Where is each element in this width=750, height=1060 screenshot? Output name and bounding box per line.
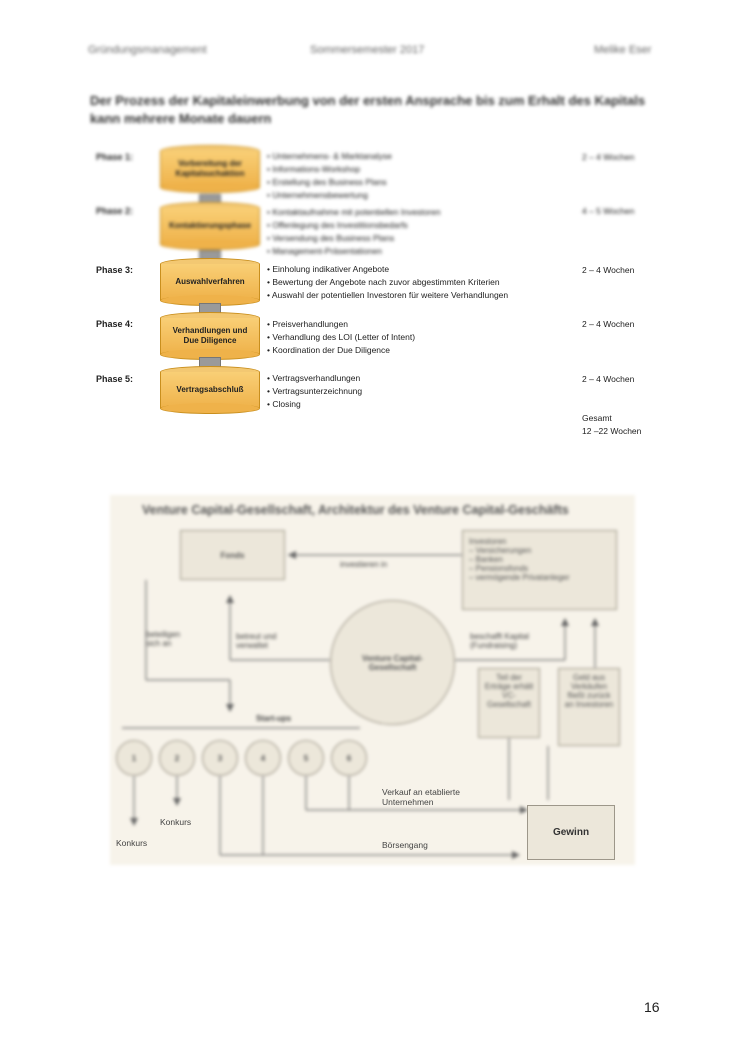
phase-5-weeks: 2 – 4 Wochen xyxy=(582,374,635,384)
konkurs-label-1: Konkurs xyxy=(116,838,148,848)
total-label: Gesamt xyxy=(582,413,612,423)
bullet: • Unternehmens- & Marktanalyse xyxy=(267,151,392,161)
diagram-title: Venture Capital-Gesellschaft, Architektu… xyxy=(142,503,569,517)
bullet: • Informations-Workshop xyxy=(267,164,361,174)
phase-1-weeks: 2 – 4 Wochen xyxy=(582,152,635,162)
phase-4-bullets: • Preisverhandlungen • Verhandlung des L… xyxy=(267,318,415,357)
verkauf-label: Verkauf an etablierte Unternehmen xyxy=(382,787,460,807)
boersengang-label: Börsengang xyxy=(382,840,428,850)
phase-1-cylinder: Vorbereitung der Kapitalsuchaktion xyxy=(160,145,260,193)
phase-3-name: Auswahlverfahren xyxy=(160,264,260,300)
total-duration: Gesamt 12 –22 Wochen xyxy=(582,412,641,438)
bullet: • Bewertung der Angebote nach zuvor abge… xyxy=(267,277,500,287)
vc-gesellschaft-circle: Venture Capital-Gesellschaft xyxy=(330,600,455,725)
bullet: • Closing xyxy=(267,399,301,409)
bullet: • Unternehmensbewertung xyxy=(267,190,368,200)
total-value: 12 –22 Wochen xyxy=(582,426,642,436)
header-left: Gründungsmanagement xyxy=(88,44,207,56)
startup-circle: 6 xyxy=(331,740,367,776)
phase-3-cylinder: Auswahlverfahren xyxy=(160,258,260,306)
investieren-label: investieren in xyxy=(340,560,388,569)
bullet: • Kontaktaufnahme mit potentiellen Inves… xyxy=(267,207,441,217)
bullet: • Koordination der Due Diligence xyxy=(267,345,390,355)
bullet: • Vertragsunterzeichnung xyxy=(267,386,363,396)
phase-3-bullets: • Einholung indikativer Angebote • Bewer… xyxy=(267,263,508,302)
header-center: Sommersemester 2017 xyxy=(310,44,425,56)
header-right: Melike Eser xyxy=(594,44,652,56)
gewinn-box: Gewinn xyxy=(527,805,615,860)
investor-item: – Banken xyxy=(469,555,503,564)
phase-2-name: Kontaktierungsphase xyxy=(160,208,260,244)
phase-1-label: Phase 1: xyxy=(96,152,134,162)
phase-3-weeks: 2 – 4 Wochen xyxy=(582,265,635,275)
phase-5-name: Vertragsabschluß xyxy=(160,372,260,408)
investor-item: – vermögende Privatanleger xyxy=(469,573,570,582)
phase-1-bullets: • Unternehmens- & Marktanalyse • Informa… xyxy=(267,150,392,202)
startup-circle: 1 xyxy=(116,740,152,776)
startups-label: Start-ups xyxy=(256,714,292,723)
startup-circle: 5 xyxy=(288,740,324,776)
startup-circle: 2 xyxy=(159,740,195,776)
betreut-label: betreut und verwaltet xyxy=(236,632,277,650)
startup-circle: 4 xyxy=(245,740,281,776)
phase-2-bullets: • Kontaktaufnahme mit potentiellen Inves… xyxy=(267,206,441,258)
fonds-box: Fonds xyxy=(180,530,285,580)
bullet: • Versendung des Business Plans xyxy=(267,233,395,243)
phase-2-weeks: 4 – 5 Wochen xyxy=(582,206,635,216)
phase-4-name: Verhandlungen und Due Diligence xyxy=(160,318,260,354)
page-title: Der Prozess der Kapitaleinwerbung von de… xyxy=(90,93,646,126)
phase-2-label: Phase 2: xyxy=(96,206,134,216)
beteiligen-label: beteiligen sich an xyxy=(146,630,181,648)
startup-circle: 3 xyxy=(202,740,238,776)
bullet: • Auswahl der potentiellen Investoren fü… xyxy=(267,290,509,300)
phase-4-cylinder: Verhandlungen und Due Diligence xyxy=(160,312,260,360)
phase-3-label: Phase 3: xyxy=(96,265,134,275)
investor-item: – Pensionsfonds xyxy=(469,564,529,573)
phase-1-name: Vorbereitung der Kapitalsuchaktion xyxy=(160,151,260,187)
page-number: 16 xyxy=(644,999,660,1015)
bullet: • Management-Präsentationen xyxy=(267,246,382,256)
phase-4-label: Phase 4: xyxy=(96,319,134,329)
bullet: • Einholung indikativer Angebote xyxy=(267,264,390,274)
investoren-box: Investoren – Versicherungen – Banken – P… xyxy=(462,530,617,610)
phase-5-bullets: • Vertragsverhandlungen • Vertragsunterz… xyxy=(267,372,362,411)
investoren-title: Investoren xyxy=(469,537,507,546)
phase-4-weeks: 2 – 4 Wochen xyxy=(582,319,635,329)
phase-5-cylinder: Vertragsabschluß xyxy=(160,366,260,414)
bullet: • Verhandlung des LOI (Letter of Intent) xyxy=(267,332,416,342)
ertraege-box: Teil der Erträge erhält VC-Gesellschaft xyxy=(478,668,540,738)
bullet: • Offenlegung des Investitionsbedarfs xyxy=(267,220,408,230)
bullet: • Preisverhandlungen xyxy=(267,319,348,329)
phase-5-label: Phase 5: xyxy=(96,374,134,384)
investor-item: – Versicherungen xyxy=(469,546,532,555)
bullet: • Vertragsverhandlungen xyxy=(267,373,361,383)
phase-2-cylinder: Kontaktierungsphase xyxy=(160,202,260,250)
bullet: • Erstellung des Business Plans xyxy=(267,177,387,187)
beschafft-label: beschafft Kapital (Fundraising) xyxy=(470,632,530,650)
geld-zurueck-box: Geld aus Verkäufen fließt zurück an Inve… xyxy=(558,668,620,746)
konkurs-label-2: Konkurs xyxy=(160,817,192,827)
